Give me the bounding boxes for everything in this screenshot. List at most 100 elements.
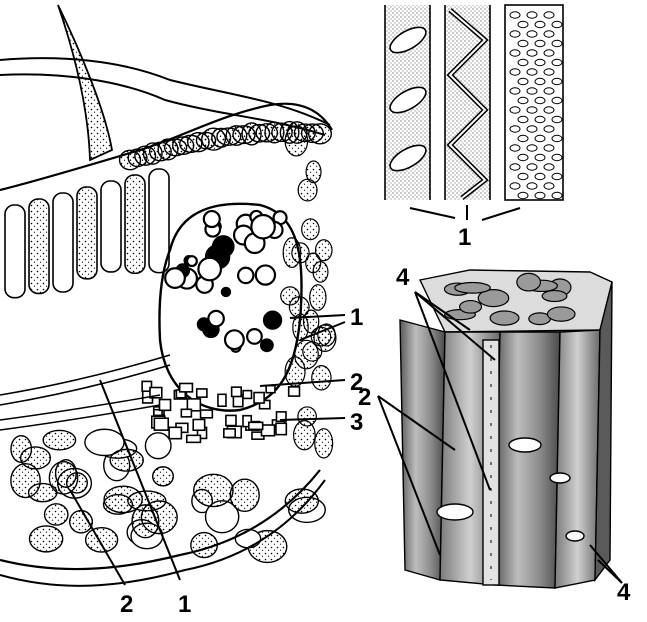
cell xyxy=(43,503,69,526)
cell xyxy=(236,266,255,285)
cell xyxy=(178,382,194,393)
cell xyxy=(517,96,529,105)
cell xyxy=(148,168,170,274)
cell xyxy=(526,106,538,114)
cell xyxy=(509,87,521,95)
cell xyxy=(284,125,309,157)
cell xyxy=(275,411,287,423)
cell xyxy=(253,391,265,404)
cell xyxy=(152,466,174,487)
label-left-2-bottom: 2 xyxy=(120,591,133,618)
cell xyxy=(546,306,576,322)
cell xyxy=(509,125,521,133)
cell xyxy=(220,286,232,298)
cell xyxy=(509,30,521,38)
cell xyxy=(168,426,183,440)
cell xyxy=(65,472,88,494)
cell xyxy=(551,115,563,124)
cell xyxy=(4,204,26,299)
cell xyxy=(534,77,546,86)
cell xyxy=(543,68,555,76)
cell xyxy=(124,174,146,275)
label-right-4-top: 4 xyxy=(396,264,410,291)
cell xyxy=(186,398,202,412)
cell xyxy=(517,172,529,181)
cell xyxy=(199,409,214,419)
vascular-bundle xyxy=(141,202,303,444)
label-top-right-1: 1 xyxy=(458,224,471,251)
cell xyxy=(301,218,320,241)
cell xyxy=(517,153,529,162)
cell xyxy=(551,172,563,181)
cell xyxy=(246,328,263,345)
cell xyxy=(259,338,274,353)
annular-vessel xyxy=(384,5,431,200)
cell xyxy=(195,388,208,398)
cell xyxy=(509,68,521,76)
cell xyxy=(287,386,301,397)
cell xyxy=(19,446,52,470)
label-right-2: 2 xyxy=(358,384,371,411)
cell xyxy=(477,289,510,308)
label-left-1-bottom: 1 xyxy=(178,591,191,618)
cell xyxy=(509,11,521,19)
labels: 1 2 3 2 1 1 4 2 4 xyxy=(120,224,631,618)
cell xyxy=(180,408,193,418)
cell xyxy=(534,172,546,181)
cell xyxy=(541,289,568,303)
cell xyxy=(551,39,563,48)
label-left-1-upper: 1 xyxy=(350,304,363,331)
label-left-3: 3 xyxy=(350,409,363,436)
hair xyxy=(57,4,114,162)
cell xyxy=(144,432,172,460)
cell xyxy=(543,144,555,152)
pitted-vessel xyxy=(504,4,564,201)
cell xyxy=(489,310,520,326)
cell xyxy=(534,134,546,143)
cell xyxy=(294,339,319,370)
cell xyxy=(543,106,555,114)
spiral-vessel xyxy=(444,5,491,200)
cell xyxy=(534,96,546,105)
cell xyxy=(234,528,262,549)
cell xyxy=(526,49,538,57)
cell xyxy=(305,252,322,274)
cell xyxy=(280,286,300,306)
cell xyxy=(543,125,555,133)
cell xyxy=(534,39,546,48)
cell xyxy=(185,255,198,268)
cell xyxy=(250,213,276,240)
cell xyxy=(526,87,538,95)
vessel-thickenings xyxy=(384,4,564,201)
cell xyxy=(516,272,542,292)
leaf-cross-section xyxy=(0,4,337,587)
cell xyxy=(551,20,563,29)
cell xyxy=(517,77,529,86)
cell xyxy=(543,49,555,57)
cell xyxy=(526,11,538,19)
cell xyxy=(509,144,521,152)
cell xyxy=(254,264,277,286)
label-left-2-right: 2 xyxy=(350,369,363,396)
cell xyxy=(211,235,235,258)
cell xyxy=(196,317,212,332)
cell xyxy=(242,389,253,400)
cell xyxy=(551,191,563,200)
cell xyxy=(526,144,538,152)
cell xyxy=(164,267,186,289)
cell xyxy=(242,414,253,428)
cell xyxy=(42,429,77,451)
cell xyxy=(265,384,276,394)
cell xyxy=(192,418,206,432)
cell xyxy=(52,192,74,293)
cell xyxy=(458,299,483,314)
cell xyxy=(543,87,555,95)
cell xyxy=(297,406,317,427)
cell xyxy=(534,20,546,29)
cell xyxy=(534,58,546,67)
leader-lines-bottom-right xyxy=(377,291,623,584)
cell xyxy=(309,284,327,311)
cell xyxy=(207,309,225,328)
cell xyxy=(526,125,538,133)
